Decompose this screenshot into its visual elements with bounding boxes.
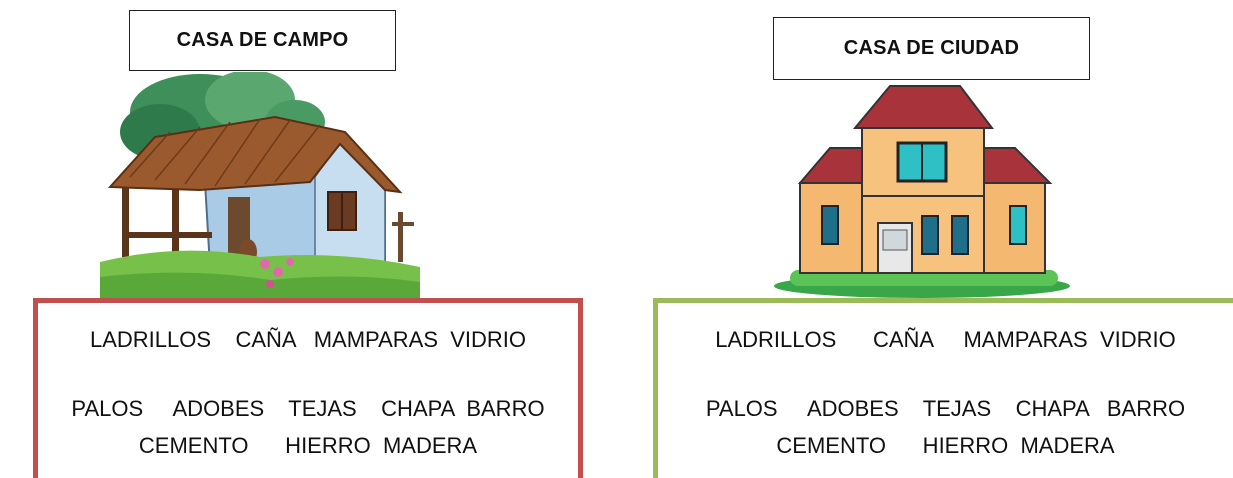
materials-line-1: LADRILLOS CAÑA MAMPARAS VIDRIO: [89, 327, 527, 352]
materials-line-2: PALOS ADOBES TEJAS CHAPA BARRO: [705, 396, 1186, 421]
materials-box-ciudad: LADRILLOS CAÑA MAMPARAS VIDRIO PALOS ADO…: [653, 298, 1233, 478]
materials-line-2: PALOS ADOBES TEJAS CHAPA BARRO: [71, 396, 545, 421]
materials-line-3: CEMENTO HIERRO MADERA: [776, 433, 1115, 458]
materials-line-3: CEMENTO HIERRO MADERA: [138, 433, 478, 458]
title-casa-de-ciudad: CASA DE CIUDAD: [773, 17, 1090, 80]
title-casa-de-campo-text: CASA DE CAMPO: [176, 29, 349, 51]
country-house-illustration: [100, 72, 420, 302]
city-house-illustration: [774, 85, 1070, 298]
materials-box-campo: LADRILLOS CAÑA MAMPARAS VIDRIO PALOS ADO…: [33, 298, 583, 478]
title-casa-de-ciudad-text: CASA DE CIUDAD: [843, 37, 1020, 59]
title-casa-de-campo: CASA DE CAMPO: [129, 10, 396, 71]
materials-line-1: LADRILLOS CAÑA MAMPARAS VIDRIO: [715, 327, 1176, 352]
